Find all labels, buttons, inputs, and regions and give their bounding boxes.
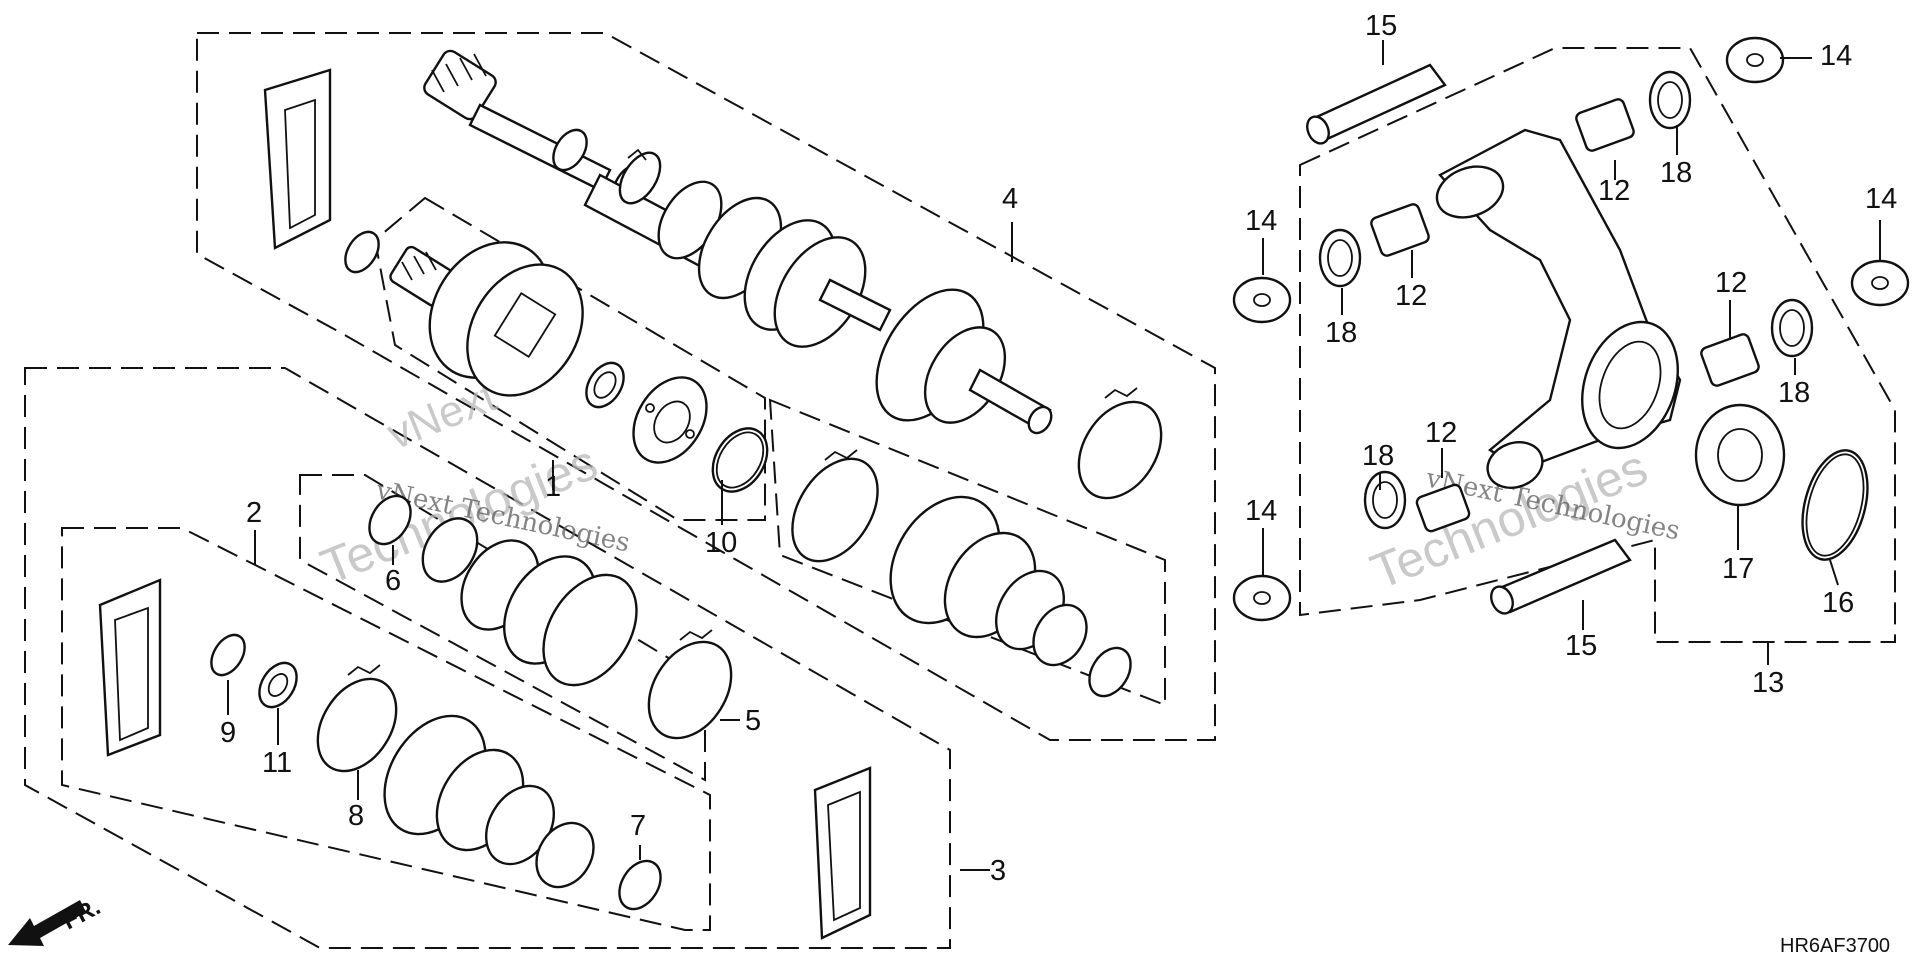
pin-15-bottom (1490, 538, 1632, 615)
band-7 (618, 859, 662, 911)
callout-16: 16 (1822, 587, 1854, 619)
seals-18 (1318, 70, 1814, 530)
band-5 (647, 629, 733, 740)
outline-inboard-boot-kit (299, 474, 706, 782)
lower-boot (383, 714, 595, 889)
band-8 (316, 664, 398, 773)
shaft-band (618, 148, 662, 205)
callout-14-right: 14 (1865, 183, 1897, 215)
callout-13: 13 (1752, 667, 1784, 699)
grease-packet-left (98, 578, 162, 757)
outline-boot-set-inner (61, 527, 711, 931)
pin-15-top (1306, 63, 1447, 145)
leader-lines (227, 40, 1881, 871)
outline-knuckle-assembly (1299, 47, 1896, 643)
front-direction-arrow: FR. (8, 893, 105, 946)
callout-2: 2 (246, 497, 262, 529)
band-middle (791, 449, 879, 563)
callout-12-bottom: 12 (1425, 417, 1457, 449)
callout-18-top: 18 (1660, 157, 1692, 189)
snap-ring-16 (1801, 449, 1869, 561)
callout-15-top: 15 (1365, 10, 1397, 42)
small-band-right (1088, 646, 1132, 698)
callout-14-top: 14 (1820, 40, 1852, 72)
callout-7: 7 (630, 810, 646, 842)
callouts: 1 2 3 4 5 6 7 8 9 10 11 12 12 12 12 13 1… (220, 10, 1897, 887)
callout-6: 6 (385, 565, 401, 597)
bushings-12 (1370, 98, 1760, 533)
callout-12-right: 12 (1715, 267, 1747, 299)
callout-1: 1 (545, 471, 561, 503)
callout-10: 10 (705, 527, 737, 559)
drive-shaft (423, 49, 1053, 435)
callout-9: 9 (220, 717, 236, 749)
small-ring-top (344, 230, 380, 274)
ring-11 (258, 661, 298, 709)
snap-ring-10 (711, 427, 769, 493)
outline-boot-set-outer (24, 367, 951, 949)
callout-3: 3 (990, 855, 1006, 887)
bearing-17 (1694, 403, 1786, 507)
circlip (585, 361, 625, 409)
band-6 (368, 494, 412, 546)
direction-label: FR. (58, 893, 105, 935)
callout-14-left: 14 (1245, 205, 1277, 237)
outer-boot (889, 495, 1088, 667)
callout-18-left: 18 (1325, 317, 1357, 349)
outline-outboard-boot-kit (768, 398, 1166, 707)
grease-packet-bottom (813, 766, 872, 940)
callout-12-top: 12 (1598, 175, 1630, 207)
knuckle (1435, 128, 1682, 489)
callout-12-left: 12 (1395, 280, 1427, 312)
diagram-code: HR6AF3700 (1780, 935, 1890, 957)
inner-joint (389, 241, 584, 397)
grease-packet-top (263, 68, 332, 250)
snap-ring-9 (210, 633, 246, 677)
caps-14 (1232, 36, 1910, 622)
outline-shaft-assembly (196, 32, 1216, 741)
callout-11: 11 (262, 747, 292, 779)
bearing-ring (632, 376, 708, 464)
callout-15-bottom: 15 (1565, 630, 1597, 662)
inner-boot (421, 517, 638, 687)
callout-18-bottom: 18 (1362, 440, 1394, 472)
callout-17: 17 (1722, 553, 1754, 585)
callout-8: 8 (348, 800, 364, 832)
band-right-top (1077, 387, 1163, 500)
arrow-icon (8, 900, 86, 946)
callout-5: 5 (745, 705, 761, 737)
callout-14-bottom: 14 (1245, 495, 1277, 527)
callout-18-right: 18 (1778, 377, 1810, 409)
callout-4: 4 (1002, 183, 1018, 215)
